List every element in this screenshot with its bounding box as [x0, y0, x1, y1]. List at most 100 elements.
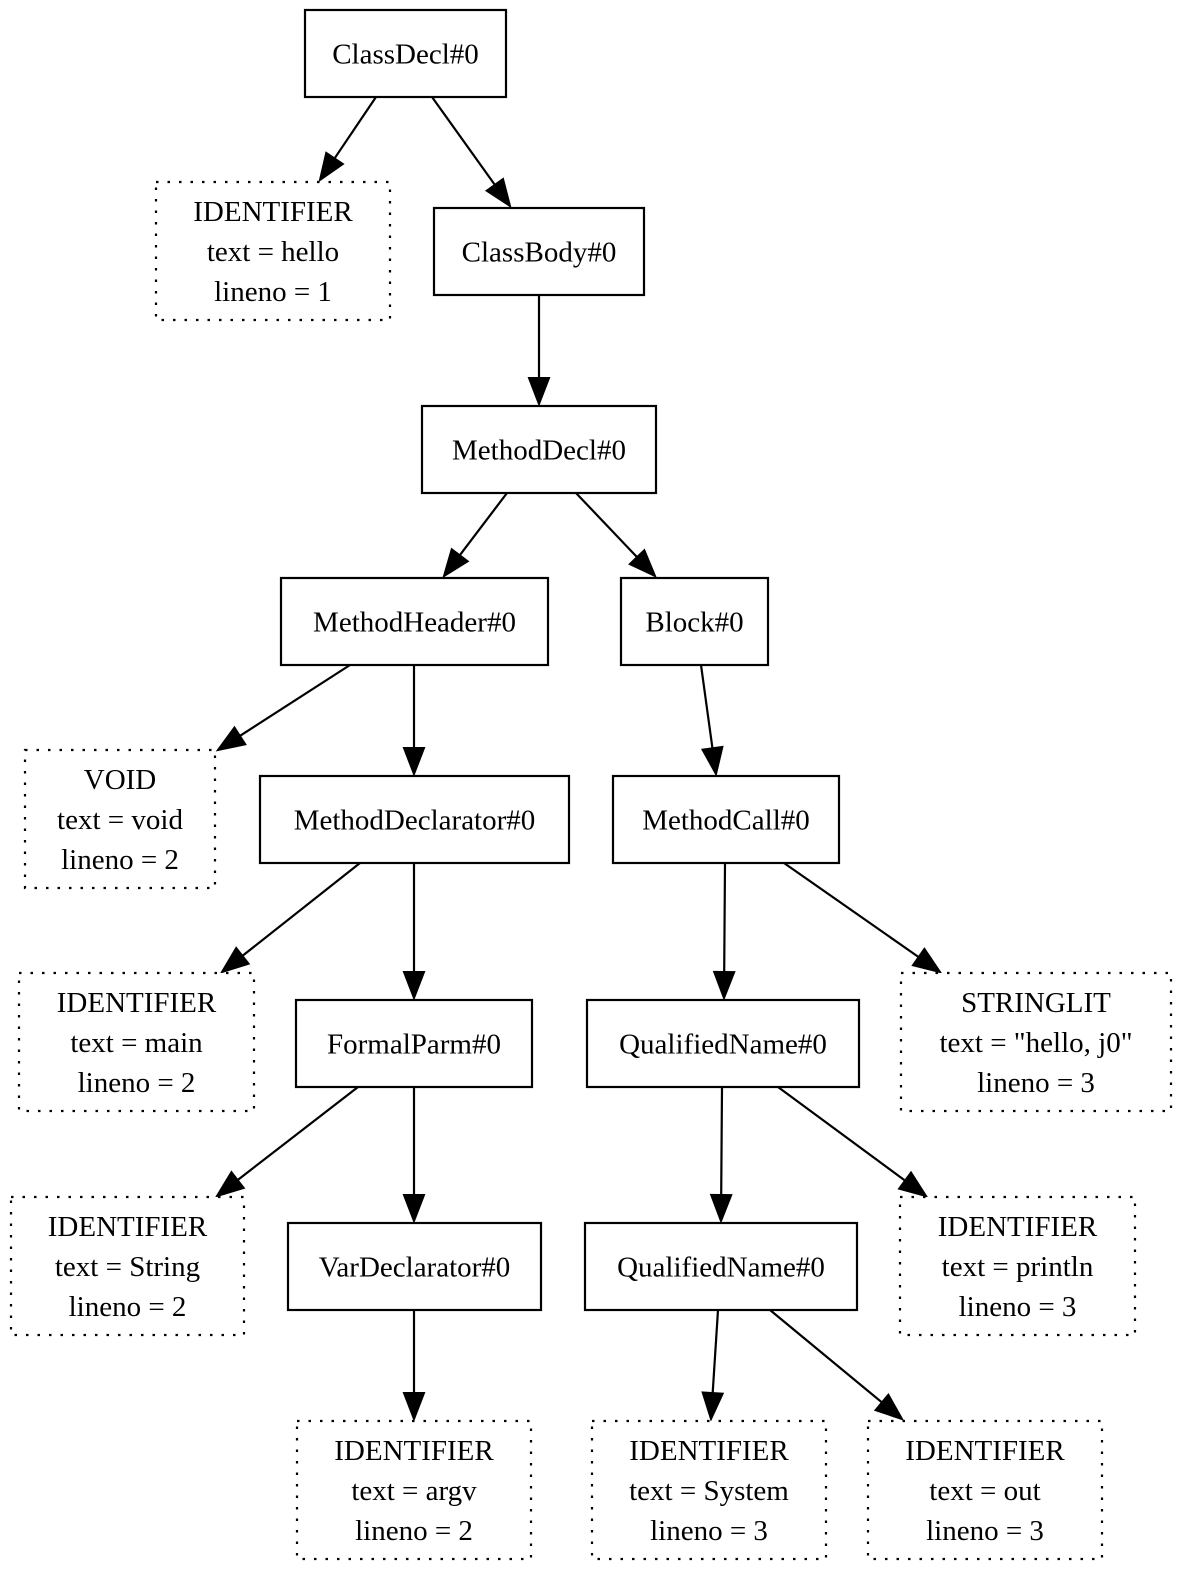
node-text-attr: text = main [70, 1027, 203, 1059]
edge-line [769, 1309, 883, 1404]
ast-node-classbody: ClassBody#0 [432, 206, 646, 297]
arrowhead [527, 377, 551, 407]
node-lineno-attr: lineno = 3 [959, 1291, 1077, 1323]
arrowhead [215, 725, 247, 752]
node-label: IDENTIFIER [57, 987, 217, 1019]
node-text-attr: text = "hello, j0" [939, 1027, 1132, 1059]
node-text-attr: text = println [942, 1251, 1094, 1283]
arrowhead [911, 947, 943, 974]
edge-n5-n7 [215, 664, 351, 752]
arrowhead [214, 1170, 246, 1198]
node-box [154, 180, 392, 322]
edge-line [720, 1086, 724, 1196]
node-label: IDENTIFIER [193, 196, 353, 228]
node-label: IDENTIFIER [938, 1211, 1098, 1243]
node-lineno-attr: lineno = 3 [650, 1515, 768, 1547]
node-text-attr: text = out [929, 1475, 1040, 1507]
node-lineno-attr: lineno = 2 [78, 1067, 196, 1099]
ast-node-methodcall: MethodCall#0 [611, 774, 841, 865]
node-box [17, 971, 256, 1113]
edge-n8-n10 [219, 862, 361, 974]
edge-n5-n8 [402, 665, 426, 777]
edge-line [699, 664, 714, 749]
node-label: IDENTIFIER [334, 1435, 494, 1467]
ast-node-qualifiedname: QualifiedName#0 [585, 998, 861, 1089]
node-box [619, 576, 770, 667]
edge-n11-n14 [214, 1086, 359, 1198]
node-label: VOID [84, 764, 157, 796]
node-label: MethodDeclarator#0 [294, 805, 536, 837]
node-box [866, 1419, 1104, 1561]
node-label: IDENTIFIER [48, 1211, 208, 1243]
edge-line [241, 862, 361, 957]
token-node-identifier: IDENTIFIER text = println lineno = 3 [898, 1195, 1137, 1337]
edge-n6-n9 [699, 664, 724, 777]
token-node-void: VOID text = void lineno = 2 [23, 748, 217, 890]
node-lineno-attr: lineno = 1 [214, 276, 332, 308]
edge-line [333, 96, 377, 160]
arrowhead [701, 1391, 725, 1422]
token-node-identifier: IDENTIFIER text = System lineno = 3 [590, 1419, 828, 1561]
edge-line [711, 1309, 720, 1394]
node-text-attr: text = argv [351, 1475, 477, 1507]
node-text-attr: text = System [629, 1475, 789, 1507]
node-box [590, 1419, 828, 1561]
node-label: QualifiedName#0 [617, 1252, 825, 1284]
arrowhead [402, 747, 426, 777]
node-box [420, 404, 658, 495]
edge-line [777, 1086, 906, 1182]
edge-n16-n19 [701, 1309, 725, 1422]
edge-line [431, 96, 496, 186]
node-label: IDENTIFIER [629, 1435, 789, 1467]
node-box [286, 1221, 543, 1312]
node-text-attr: text = String [55, 1251, 200, 1283]
edges-layer [214, 96, 943, 1422]
arrowhead [442, 547, 470, 579]
node-box [295, 1419, 533, 1561]
node-label: MethodHeader#0 [313, 607, 516, 639]
node-lineno-attr: lineno = 3 [926, 1515, 1044, 1547]
edge-n12-n16 [709, 1086, 733, 1224]
node-lineno-attr: lineno = 3 [977, 1067, 1095, 1099]
node-label: Block#0 [645, 607, 743, 639]
node-box [432, 206, 646, 297]
edge-line [575, 492, 638, 558]
edge-n3-n4 [527, 295, 551, 407]
arrowhead [709, 1193, 733, 1224]
node-box [583, 1221, 859, 1312]
token-node-identifier: IDENTIFIER text = main lineno = 2 [17, 971, 256, 1113]
node-text-attr: text = void [57, 804, 183, 836]
ast-node-methoddecl: MethodDecl#0 [420, 404, 658, 495]
edge-n9-n13 [783, 862, 943, 974]
arrowhead [402, 1194, 426, 1224]
node-label: QualifiedName#0 [619, 1029, 827, 1061]
node-box [898, 1195, 1137, 1337]
node-box [279, 576, 550, 667]
node-label: FormalParm#0 [327, 1029, 501, 1061]
node-lineno-attr: lineno = 2 [61, 844, 179, 876]
arrowhead [700, 745, 724, 777]
node-label: MethodDecl#0 [452, 435, 626, 467]
node-label: VarDeclarator#0 [319, 1252, 511, 1284]
edge-n8-n11 [402, 863, 426, 1001]
edge-n9-n12 [712, 862, 736, 1001]
node-label: ClassDecl#0 [332, 39, 479, 71]
ast-node-block: Block#0 [619, 576, 770, 667]
edge-n15-n18 [402, 1310, 426, 1422]
edge-line [783, 862, 920, 959]
arrowhead [897, 1170, 929, 1198]
arrowhead [628, 548, 657, 579]
ast-node-methodheader: MethodHeader#0 [279, 576, 550, 667]
edge-n16-n20 [769, 1309, 905, 1421]
edge-line [723, 862, 727, 973]
arrowhead [318, 151, 345, 183]
ast-node-methoddeclarator: MethodDeclarator#0 [258, 774, 571, 865]
node-box [303, 8, 508, 99]
arrowhead [484, 177, 512, 209]
node-box [258, 774, 571, 865]
